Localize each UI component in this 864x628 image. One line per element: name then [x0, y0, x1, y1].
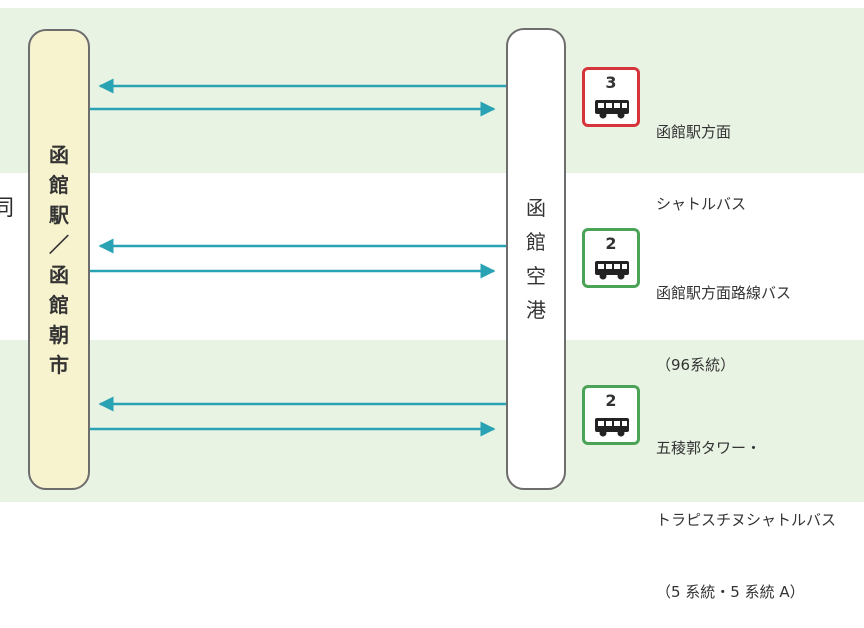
stop-hakodate-airport: 函 館 空 港 — [506, 28, 566, 490]
route-band-3 — [0, 340, 864, 502]
stop-name-char: ／ — [49, 232, 69, 257]
route-arrows — [90, 78, 506, 437]
route-name-line: 函館駅方面路線バス — [656, 284, 792, 302]
stop-name-char: 港 — [526, 298, 546, 322]
route-name-line: 函館駅方面 — [656, 123, 732, 141]
stop-name-char: 空 — [526, 264, 546, 288]
route-name: 五稜郭タワー・ トラピスチヌシャトルバス （5 系統・5 系統 A） — [656, 388, 836, 628]
bus-icon — [595, 100, 629, 119]
stop-hakodate-station-morning-market: 函 館 駅 ／ 函 館 朝 市 — [28, 29, 90, 490]
route-badge: 3 — [582, 67, 640, 127]
route-badge: 2 — [582, 385, 640, 445]
route-name: 函館駅方面路線バス （96系統） — [656, 233, 791, 401]
route-name-line: （96系統） — [656, 356, 736, 374]
route-name: 函館駅方面 シャトルバス — [656, 72, 746, 240]
stop-name-char: 函 — [49, 142, 69, 167]
stop-name-char: 駅 — [49, 202, 69, 227]
badge-number: 2 — [605, 234, 617, 253]
badge-number: 3 — [605, 73, 617, 92]
bus-icon — [595, 261, 629, 280]
stop-name-char: 函 — [49, 262, 69, 287]
stop-name-char: 館 — [526, 230, 546, 254]
badge-number: 2 — [605, 391, 617, 410]
stop-name-char: 館 — [49, 172, 69, 197]
stop-name-char: 函 — [526, 196, 546, 220]
bus-icon — [595, 418, 629, 437]
route-name-line: 五稜郭タワー・ — [656, 439, 762, 457]
route-name-line: トラピスチヌシャトルバス — [656, 511, 837, 529]
stop-name-char: 市 — [49, 352, 69, 377]
route-name-line: （5 系統・5 系統 A） — [656, 583, 805, 601]
stop-name-char: 朝 — [49, 322, 69, 347]
route-band-2 — [0, 173, 864, 340]
route-band-1 — [0, 8, 864, 173]
route-name-line: シャトルバス — [656, 195, 747, 213]
route-badge: 2 — [582, 228, 640, 288]
cut-off-label: 同 — [0, 196, 15, 221]
stop-name-char: 館 — [49, 292, 69, 317]
